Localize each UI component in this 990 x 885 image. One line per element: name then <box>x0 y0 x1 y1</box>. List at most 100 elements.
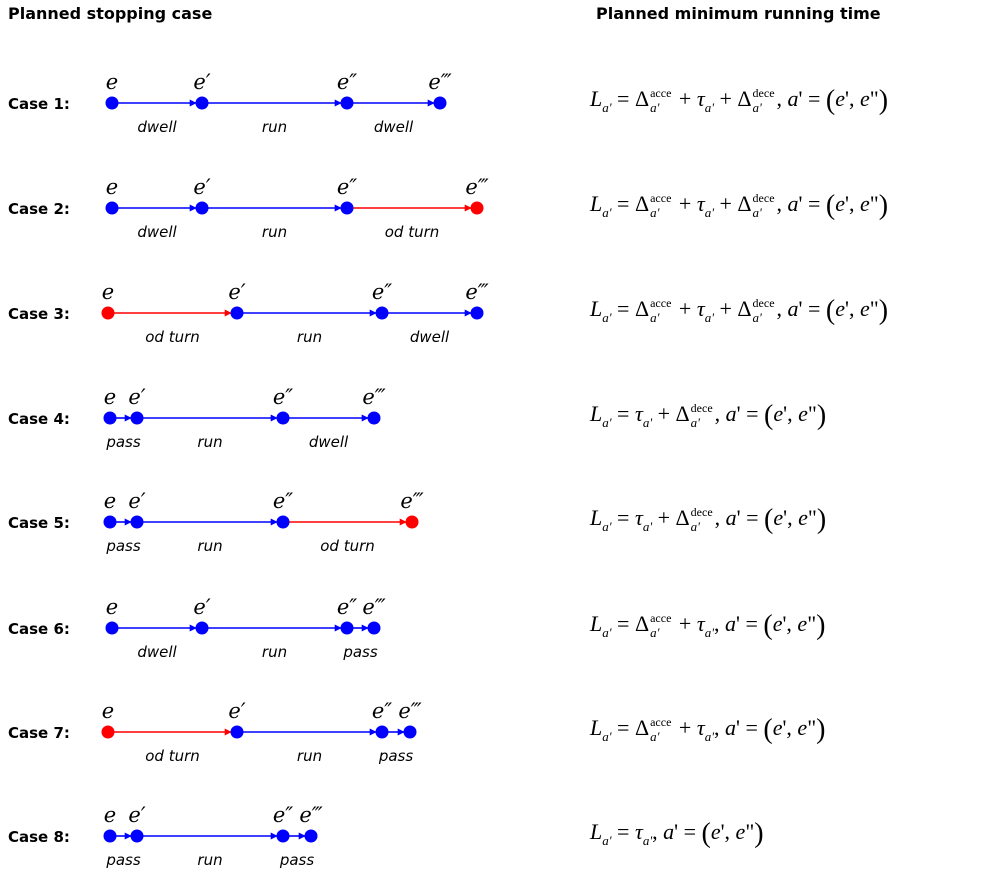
event-label: e‴ <box>362 595 385 619</box>
event-node <box>103 829 117 843</box>
event-label: e <box>102 699 114 723</box>
activity-label: run <box>197 537 222 555</box>
event-label: e′ <box>128 489 145 513</box>
event-node <box>276 829 290 843</box>
event-node <box>375 306 389 320</box>
activity-label: pass <box>105 851 141 869</box>
activity-label: run <box>262 118 287 136</box>
event-node <box>304 829 318 843</box>
event-node <box>340 201 354 215</box>
event-label: e′ <box>128 803 145 827</box>
case-row: Case 7: od turn run pass e e′ e″e‴ <box>8 699 422 765</box>
event-label: e <box>104 385 116 409</box>
case-label: Case 8: <box>8 828 70 846</box>
activity-label: dwell <box>309 433 349 451</box>
event-node <box>405 515 419 529</box>
event-node <box>103 515 117 529</box>
event-node <box>375 725 389 739</box>
left-column-header: Planned stopping case <box>8 4 213 23</box>
case-row: Case 8: pass run pass e e′ e″e‴ <box>8 803 323 869</box>
event-label: e″ <box>337 595 357 619</box>
event-label: e <box>104 489 116 513</box>
event-node <box>470 201 484 215</box>
event-label: e″ <box>337 175 357 199</box>
event-label: e <box>104 803 116 827</box>
activity-label: run <box>197 433 222 451</box>
event-label: e″ <box>273 489 293 513</box>
event-node <box>367 621 381 635</box>
event-node <box>230 725 244 739</box>
event-node <box>195 201 209 215</box>
event-node <box>105 96 119 110</box>
event-label: e″ <box>273 803 293 827</box>
event-label: e <box>106 595 118 619</box>
event-label: e <box>106 70 118 94</box>
case-row: Case 4: pass run dwell e e′ e″ e‴ <box>8 385 386 451</box>
event-node <box>105 201 119 215</box>
case-label: Case 6: <box>8 620 70 638</box>
activity-label: od turn <box>145 747 200 765</box>
activity-label: run <box>297 328 322 346</box>
activity-label: od turn <box>320 537 375 555</box>
case-row: Case 6: dwell run pass e e′ e″e‴ <box>8 595 386 661</box>
activity-label: pass <box>105 433 141 451</box>
event-label: e‴ <box>400 489 423 513</box>
activity-label: od turn <box>145 328 200 346</box>
event-label: e′ <box>228 699 245 723</box>
case-label: Case 4: <box>8 410 70 428</box>
activity-label: pass <box>342 643 378 661</box>
activity-label: dwell <box>137 643 177 661</box>
case-label: Case 2: <box>8 200 70 218</box>
right-column-header: Planned minimum running time <box>596 4 881 23</box>
event-node <box>340 621 354 635</box>
event-label: e′ <box>193 595 210 619</box>
event-label: e‴ <box>465 175 488 199</box>
event-label: e″ <box>273 385 293 409</box>
event-node <box>470 306 484 320</box>
event-node <box>130 411 144 425</box>
event-label: e′ <box>193 70 210 94</box>
event-label: e‴ <box>299 803 322 827</box>
activity-label: run <box>197 851 222 869</box>
event-node <box>340 96 354 110</box>
case-label: Case 5: <box>8 514 70 532</box>
event-node <box>276 515 290 529</box>
case-label: Case 3: <box>8 305 70 323</box>
activity-label: pass <box>279 851 315 869</box>
event-label: e′ <box>228 280 245 304</box>
event-label: e′ <box>128 385 145 409</box>
event-node <box>433 96 447 110</box>
event-node <box>130 829 144 843</box>
event-node <box>101 306 115 320</box>
case-label: Case 1: <box>8 95 70 113</box>
event-label: e‴ <box>398 699 421 723</box>
event-node <box>195 96 209 110</box>
event-node <box>130 515 144 529</box>
event-label: e <box>102 280 114 304</box>
activity-label: run <box>262 223 287 241</box>
activity-label: dwell <box>374 118 414 136</box>
event-node <box>101 725 115 739</box>
event-label: e <box>106 175 118 199</box>
event-node <box>367 411 381 425</box>
event-label: e‴ <box>362 385 385 409</box>
event-node <box>103 411 117 425</box>
case-label: Case 7: <box>8 724 70 742</box>
activity-label: run <box>262 643 287 661</box>
event-label: e″ <box>372 699 392 723</box>
activity-label: run <box>297 747 322 765</box>
event-node <box>105 621 119 635</box>
activity-label: pass <box>378 747 414 765</box>
activity-label: dwell <box>410 328 450 346</box>
event-node <box>230 306 244 320</box>
